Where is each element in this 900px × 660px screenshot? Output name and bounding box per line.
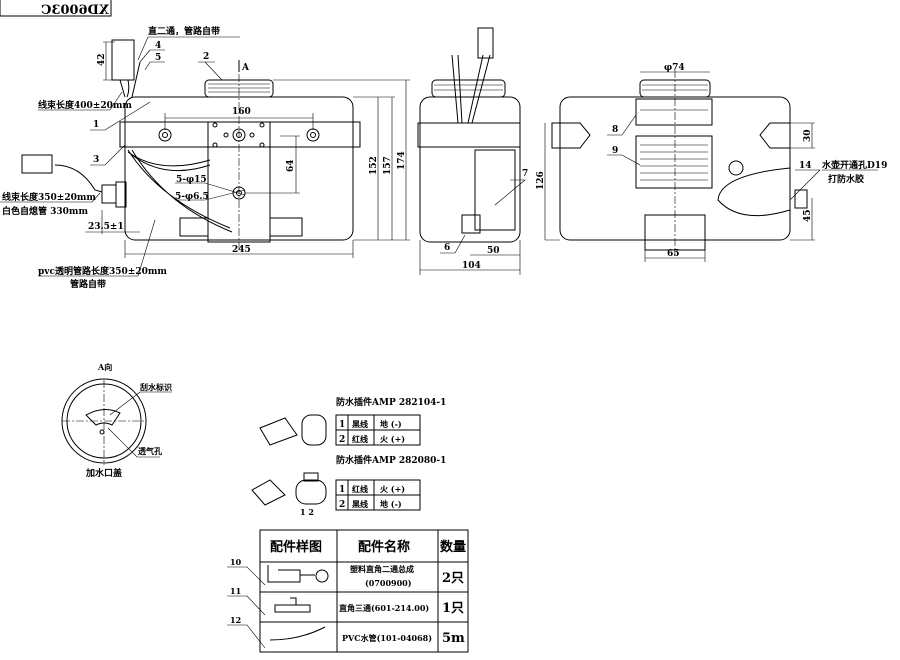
connector-2: 防水插件AMP 282080-1 1 2 1 红线 火 (+) 2 黑线 地 (…: [251, 454, 446, 517]
top-connector: [111, 39, 135, 81]
svg-text:6: 6: [444, 243, 450, 253]
svg-text:14: 14: [799, 161, 812, 171]
svg-text:透气孔: 透气孔: [138, 446, 162, 456]
rear-view: φ74 126 30 45 65 8 9 14 水壶开通孔D19 打防水胶: [536, 63, 887, 262]
svg-text:配件样图: 配件样图: [270, 539, 322, 555]
svg-text:9: 9: [612, 146, 618, 156]
svg-text:火 (+): 火 (+): [380, 434, 405, 444]
svg-text:1 2: 1 2: [300, 507, 314, 517]
svg-text:7: 7: [522, 169, 528, 179]
svg-text:火 (+): 火 (+): [380, 484, 405, 494]
title-block: XD6003C: [0, 0, 112, 18]
svg-text:刮水标识: 刮水标识: [140, 382, 172, 392]
svg-text:50: 50: [487, 246, 500, 256]
svg-text:10: 10: [230, 557, 242, 567]
svg-text:管路自带: 管路自带: [70, 278, 106, 290]
svg-text:12: 12: [230, 615, 241, 625]
svg-text:地 (-): 地 (-): [380, 419, 402, 429]
svg-text:4: 4: [155, 41, 161, 51]
svg-text:23.5±1: 23.5±1: [88, 222, 124, 232]
cap-view: A向 刮水标识 透气孔 加水口盖: [61, 362, 172, 479]
svg-text:160: 160: [232, 107, 251, 117]
svg-text:直角三通(601-214.00): 直角三通(601-214.00): [339, 603, 429, 613]
side-view: 104 50 6 7: [417, 27, 528, 275]
front-view: A 160 245 152 157 174 64 42 23.5±1 直二通，管…: [0, 25, 410, 290]
svg-text:白色自熄管 330mm: 白色自熄管 330mm: [2, 205, 88, 217]
svg-text:5-φ15: 5-φ15: [176, 175, 207, 185]
drawing-code: XD6003C: [41, 3, 109, 18]
svg-text:直二通，管路自带: 直二通，管路自带: [148, 25, 220, 37]
svg-text:塑料直角二通总成: 塑料直角二通总成: [350, 564, 414, 574]
svg-text:1: 1: [339, 485, 345, 495]
svg-text:数量: 数量: [440, 539, 466, 555]
svg-text:PVC水管(101-04068): PVC水管(101-04068): [342, 633, 432, 643]
warning-label: [635, 135, 713, 189]
parts-table: 配件样图 配件名称 数量 塑料直角二通总成 (0700900) 2只 直角三通(…: [227, 529, 469, 653]
svg-text:65: 65: [667, 249, 680, 259]
svg-text:2: 2: [203, 52, 209, 62]
svg-text:11: 11: [230, 586, 241, 596]
svg-text:3: 3: [93, 155, 99, 165]
svg-text:5: 5: [155, 53, 161, 63]
svg-text:157: 157: [383, 156, 393, 175]
svg-text:64: 64: [286, 159, 296, 172]
svg-text:A: A: [241, 63, 250, 73]
svg-text:(0700900): (0700900): [365, 578, 412, 588]
svg-text:5m: 5m: [442, 631, 465, 646]
connector-1: 防水插件AMP 282104-1 1 黑线 地 (-) 2 红线 火 (+): [259, 396, 446, 446]
svg-text:1: 1: [93, 120, 99, 130]
svg-text:30: 30: [803, 129, 813, 142]
svg-text:红线: 红线: [352, 434, 368, 444]
svg-text:黑线: 黑线: [352, 419, 368, 429]
svg-text:104: 104: [462, 261, 481, 271]
svg-text:5-φ6.5: 5-φ6.5: [175, 192, 209, 202]
svg-text:2: 2: [339, 500, 345, 510]
svg-text:红线: 红线: [352, 484, 368, 494]
svg-text:8: 8: [612, 125, 618, 135]
svg-text:防水插件AMP 282080-1: 防水插件AMP 282080-1: [336, 454, 446, 466]
svg-text:φ74: φ74: [664, 63, 685, 73]
svg-text:线束长度350±20mm: 线束长度350±20mm: [2, 191, 96, 203]
svg-text:1只: 1只: [442, 601, 464, 616]
svg-text:黑线: 黑线: [352, 499, 368, 509]
svg-text:线束长度400±20mm: 线束长度400±20mm: [38, 99, 132, 111]
svg-text:A向: A向: [97, 362, 112, 372]
svg-text:pvc透明管路长度350±20mm: pvc透明管路长度350±20mm: [38, 265, 167, 277]
svg-text:配件名称: 配件名称: [358, 539, 410, 555]
svg-text:打防水胶: 打防水胶: [828, 173, 864, 185]
svg-text:45: 45: [803, 209, 813, 222]
svg-text:126: 126: [536, 171, 546, 190]
svg-text:防水插件AMP 282104-1: 防水插件AMP 282104-1: [336, 396, 446, 408]
connector-plug: [21, 154, 53, 174]
nameplate: [635, 98, 713, 126]
svg-text:152: 152: [369, 156, 379, 175]
svg-text:2只: 2只: [442, 571, 464, 586]
svg-text:加水口盖: 加水口盖: [85, 467, 122, 479]
svg-text:水壶开通孔D19: 水壶开通孔D19: [822, 159, 887, 171]
mounting-band: [119, 121, 361, 148]
svg-text:2: 2: [339, 435, 345, 445]
svg-text:1: 1: [339, 420, 345, 430]
svg-text:245: 245: [232, 245, 251, 255]
svg-text:地 (-): 地 (-): [380, 499, 402, 509]
svg-text:174: 174: [397, 151, 407, 170]
svg-text:42: 42: [97, 53, 107, 66]
